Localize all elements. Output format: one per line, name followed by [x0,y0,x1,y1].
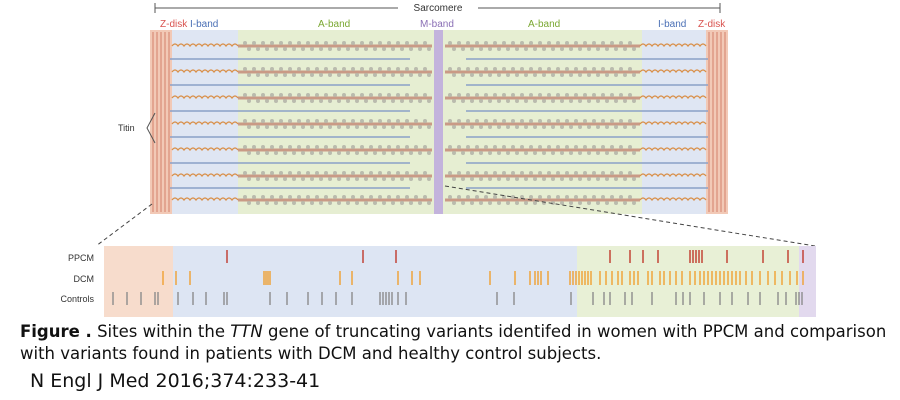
band-label-a-band-right: A-band [528,19,560,30]
caption-text-1: Sites within the [91,322,231,341]
band-label-z-disk-right: Z-disk [698,19,726,30]
track-label-ppcm: PPCM [68,253,94,263]
caption-gene-name: TTN [230,322,263,341]
titin-spring-left-0 [171,43,239,48]
titin-spring-right-3 [639,121,707,126]
titin-callout: Titin [118,112,156,144]
band-label-m-band: M-band [420,19,454,30]
controls-variant-marks [112,292,803,305]
band-labels: Z-disk I-band A-band M-band A-band I-ban… [160,19,726,30]
titin-spring-left-5 [171,173,239,178]
sarcomere-label: Sarcomere [414,3,463,14]
variant-tracks: PPCM DCM Controls [60,246,816,317]
titin-spring-right-6 [639,197,707,202]
titin-spring-right-4 [639,147,707,152]
titin-spring-left-2 [171,95,239,100]
zoom-lines [95,185,816,247]
titin-label: Titin [118,123,135,133]
sarcomere-bracket: Sarcomere [154,3,721,14]
band-label-i-band-right: I-band [658,19,686,30]
ppcm-variant-marks [226,250,804,263]
titin-spring-right-0 [639,43,707,48]
band-label-z-disk-left: Z-disk [160,19,188,30]
figure-caption: Figure . Sites within the TTN gene of tr… [20,321,890,365]
titin-spring-right-1 [639,69,707,74]
sarcomere-illustration [150,30,728,214]
dcm-variant-marks [162,271,804,285]
titin-spring-left-1 [171,69,239,74]
band-label-a-band-left: A-band [318,19,350,30]
titin-spring-left-3 [171,121,239,126]
titin-spring-left-6 [171,197,239,202]
caption-figure-label: Figure . [20,322,92,341]
titin-spring-left-4 [171,147,239,152]
titin-spring-right-5 [639,173,707,178]
citation: N Engl J Med 2016;374:233-41 [30,370,321,392]
ttn-sarcomere-figure: Sarcomere Z-disk I-band A-band M-band A-… [60,3,816,317]
track-label-controls: Controls [60,294,94,304]
band-label-i-band-left: I-band [190,19,218,30]
titin-spring-right-2 [639,95,707,100]
track-label-dcm: DCM [74,274,95,284]
caption-text-2: gene of truncating variants identifed in… [20,322,887,363]
